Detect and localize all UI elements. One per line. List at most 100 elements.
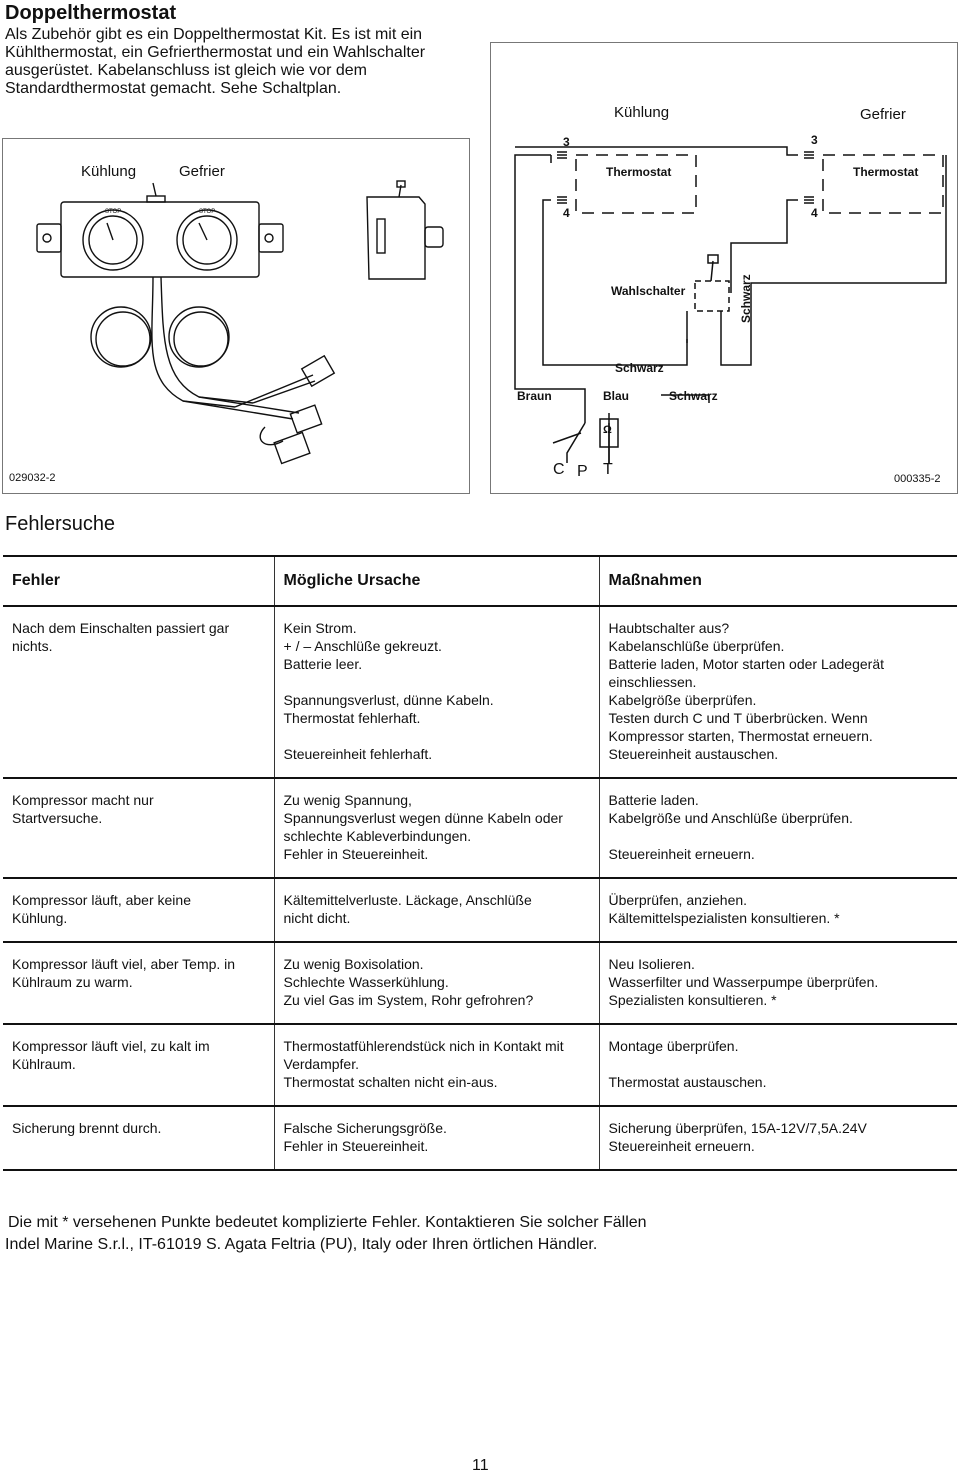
table-cell-action: Überprüfen, anziehen. Kältemittelspeziali… (598, 878, 957, 943)
table-header-row: Fehler Mögliche Ursache Maßnahmen (3, 555, 957, 607)
table-cell-fault: Kompressor läuft viel, aber Temp. in Kühl… (3, 942, 274, 1025)
cell-line: Batterie leer. (283, 656, 363, 672)
knob-label-1: STOP (105, 209, 122, 215)
table-cell-action: Sicherung überprüfen, 15A-12V/7,5A.24V St… (598, 1106, 957, 1171)
selector-switch-label: Wahlschalter (611, 284, 686, 298)
cell-line: Kabelanschlüße überprüfen. (608, 638, 785, 654)
section-title: Fehlersuche (5, 513, 116, 535)
header-fehler: Fehler (3, 555, 274, 607)
pin-3-left: 3 (563, 135, 570, 149)
terminal-t: T (603, 461, 613, 478)
thermostat-right-label: Thermostat (853, 165, 919, 179)
footnote-line-2: Indel Marine S.r.l., IT-61019 S. Agata F… (5, 1236, 598, 1253)
figure-code-left: 029032-2 (9, 472, 56, 484)
cell-line: Zu wenig Spannung, (283, 792, 412, 808)
cell-line: Kältemittelspezialisten konsultieren. * (608, 910, 840, 926)
cell-line: Kühlraum zu warm. (12, 974, 133, 990)
thermostat-left-label: Thermostat (606, 165, 672, 179)
cell-line: + / – Anschlüße gekreuzt. (283, 638, 442, 654)
cell-line: Thermostat fehlerhaft. (283, 710, 421, 726)
cell-line: Kompressor läuft, aber keine (12, 892, 191, 908)
cell-line: Kabelgröße und Anschlüße überprüfen. (608, 810, 853, 826)
table-cell-action: Neu Isolieren. Wasserfilter und Wasserpum… (598, 942, 957, 1025)
wire-schwarz-horizontal: Schwarz (615, 361, 664, 375)
cell-line: einschliessen. (608, 674, 697, 690)
cell-line: nicht dicht. (283, 910, 351, 926)
cell-line (284, 673, 590, 691)
header-massnahmen: Maßnahmen (598, 555, 957, 607)
page-heading: Doppelthermostat (5, 2, 177, 24)
table-cell-cause: Zu wenig Spannung,Spannungsverlust wegen… (273, 778, 599, 879)
cell-line: Kühlung. (12, 910, 68, 926)
cell-line: Zu wenig Boxisolation. (283, 956, 424, 972)
cell-line: Kabelgröße überprüfen. (608, 692, 757, 708)
cell-line: Kompressor läuft viel, aber Temp. in (12, 956, 236, 972)
cell-line: Startversuche. (12, 810, 103, 826)
table-row: Sicherung brennt durch. Falsche Sicherung… (3, 1106, 957, 1171)
label-kuehlung-right: Kühlung (614, 104, 670, 121)
label-kuehlung: Kühlung (81, 163, 137, 180)
cell-line: Neu Isolieren. (608, 956, 695, 972)
wire-schwarz-vertical: Schwarz (739, 274, 753, 323)
troubleshooting-table: Fehler Mögliche Ursache Maßnahmen Nach d… (3, 555, 957, 1171)
cell-line: Zu viel Gas im System, Rohr gefrohren? (283, 992, 534, 1008)
cell-line: Kompressor starten, Thermostat erneuern. (608, 728, 873, 744)
cell-line: Batterie laden. (608, 792, 699, 808)
cell-line: Thermostat austauschen. (608, 1074, 767, 1090)
resistor-omega: Ω (603, 424, 612, 436)
cell-line: Steuereinheit austauschen. (608, 746, 779, 762)
cell-line (609, 827, 949, 845)
table-cell-fault: Sicherung brennt durch. (3, 1106, 274, 1171)
table-row: Nach dem Einschalten passiert gar nichts.… (3, 606, 957, 779)
cell-line: Batterie laden, Motor starten oder Ladeg… (608, 656, 885, 672)
cell-line: Wasserfilter und Wasserpumpe überprüfen. (608, 974, 879, 990)
cell-line: Kältemittelverluste. Läckage, Anschlüße (283, 892, 532, 908)
terminal-c: C (553, 461, 565, 478)
footnote-line-1: Die mit * versehenen Punkte bedeutet kom… (8, 1214, 647, 1231)
figure-code-right: 000335-2 (894, 473, 941, 485)
table-cell-cause: Thermostatfühlerendstück nich in Kontakt… (273, 1024, 599, 1107)
thermostat-kit-drawing (36, 180, 444, 465)
cell-line: Spannungsverlust, dünne Kabeln. (283, 692, 494, 708)
knob-label-2: STOP (199, 209, 216, 215)
cell-line (284, 727, 590, 745)
table-cell-cause: Kein Strom.+ / – Anschlüße gekreuzt.Batt… (273, 606, 599, 779)
cell-line: Falsche Sicherungsgröße. (283, 1120, 447, 1136)
cell-line: Montage überprüfen. (608, 1038, 739, 1054)
cell-line: Thermostatfühlerendstück nich in Kontakt… (283, 1038, 564, 1054)
cell-line: Fehler in Steuereinheit. (283, 1138, 429, 1154)
table-cell-action: Montage überprüfen. Thermostat austausche… (598, 1024, 957, 1107)
wiring-diagram-drawing (514, 146, 947, 463)
wire-braun: Braun (517, 389, 552, 403)
cell-line: Überprüfen, anziehen. (608, 892, 748, 908)
cell-line: Sicherung überprüfen, 15A-12V/7,5A.24V (608, 1120, 867, 1136)
cell-line: nichts. (12, 638, 53, 654)
figure-thermostat-kit: Kühlung Gefrier (2, 138, 470, 494)
page-number: 11 (472, 1457, 489, 1474)
cell-line: Kompressor läuft viel, zu kalt im (12, 1038, 210, 1054)
table-cell-action: Haubtschalter aus? Kabelanschlüße überprü… (598, 606, 957, 779)
figure-wiring-diagram: Kühlung Gefrier 3 3 Thermostat Thermosta… (490, 42, 958, 494)
cell-line: Testen durch C und T überbrücken. Wenn (608, 710, 868, 726)
cell-line: schlechte Kableverbindungen. (283, 828, 472, 844)
cell-line: Steuereinheit erneuern. (608, 1138, 755, 1154)
cell-line: Schlechte Wasserkühlung. (283, 974, 449, 990)
cell-line: Sicherung brennt durch. (12, 1120, 162, 1136)
cell-line: Fehler in Steuereinheit. (283, 846, 429, 862)
wire-schwarz-bottom: Schwarz (669, 389, 718, 403)
table-cell-fault: Nach dem Einschalten passiert gar nichts. (3, 606, 274, 779)
header-ursache: Mögliche Ursache (273, 555, 599, 607)
pin-4-left: 4 (563, 206, 570, 220)
intro-paragraph: Als Zubehör gibt es ein Doppelthermostat… (5, 26, 426, 97)
cell-line: Spezialisten konsultieren. * (608, 992, 777, 1008)
cell-line: Haubtschalter aus? (608, 620, 730, 636)
cell-line: Nach dem Einschalten passiert gar (12, 620, 230, 636)
table-cell-cause: Falsche Sicherungsgröße. Fehler in Steuer… (273, 1106, 599, 1171)
table-cell-cause: Kältemittelverluste. Läckage, Anschlüße n… (273, 878, 599, 943)
